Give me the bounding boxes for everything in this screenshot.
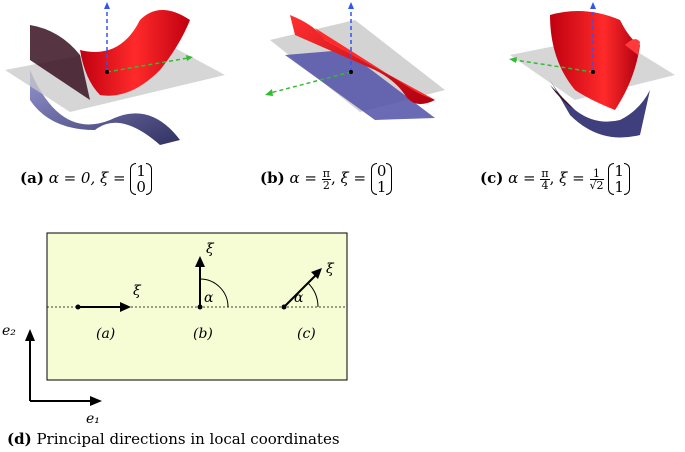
e1-label: e₁	[86, 411, 100, 427]
caption-a-vector: 1 0	[130, 163, 152, 195]
caption-a-alpha: α = 0,	[48, 169, 96, 187]
xi-arrow-a	[120, 302, 131, 312]
caption-a: (a) α = 0, ξ = 1 0	[20, 163, 152, 195]
surface-plot-c	[509, 2, 675, 138]
caption-c-tag: (c)	[480, 169, 504, 187]
case-label-b: (b)	[193, 326, 213, 342]
upper-surface	[290, 15, 435, 104]
e2-label: e₂	[2, 323, 16, 339]
caption-d: (d) Principal directions in local coordi…	[7, 430, 340, 448]
lower-surface	[30, 70, 180, 145]
caption-c-vector: 1 1	[608, 163, 630, 195]
principal-directions-diagram: ξ (a) ξ α (b) ξ α (c) e₂ e₁	[2, 232, 348, 427]
caption-a-xi: ξ =	[100, 169, 126, 187]
xi-axis	[514, 59, 594, 73]
xi-label-a: ξ	[133, 283, 142, 299]
xi-arrow-b	[195, 256, 205, 267]
case-label-a: (a)	[96, 326, 115, 342]
caption-d-text: Principal directions in local coordinate…	[36, 430, 340, 448]
xi-label-c: ξ	[326, 261, 335, 277]
caption-c-scale: 1√2	[589, 166, 604, 192]
alpha-label-c: α	[294, 290, 304, 306]
xi-label-b: ξ	[206, 241, 215, 257]
alpha-arc-c	[307, 282, 319, 308]
upper-surface	[80, 10, 190, 96]
dark-surface	[30, 25, 90, 100]
alpha-label-b: α	[204, 290, 214, 306]
case-label-c: (c)	[297, 326, 316, 342]
dark-surface	[550, 85, 575, 110]
caption-b-vector: 0 1	[370, 163, 393, 195]
caption-a-tag: (a)	[20, 169, 44, 187]
lower-surface	[285, 50, 435, 120]
surface-plot-b	[265, 2, 445, 120]
surface-plot-a	[5, 2, 225, 145]
xi-arrow-c	[311, 268, 322, 279]
caption-d-tag: (d)	[7, 430, 32, 448]
upper-surface	[550, 11, 640, 110]
alpha-arc-b	[199, 278, 229, 308]
lower-surface	[550, 80, 650, 138]
caption-b-tag: (b)	[260, 169, 285, 187]
